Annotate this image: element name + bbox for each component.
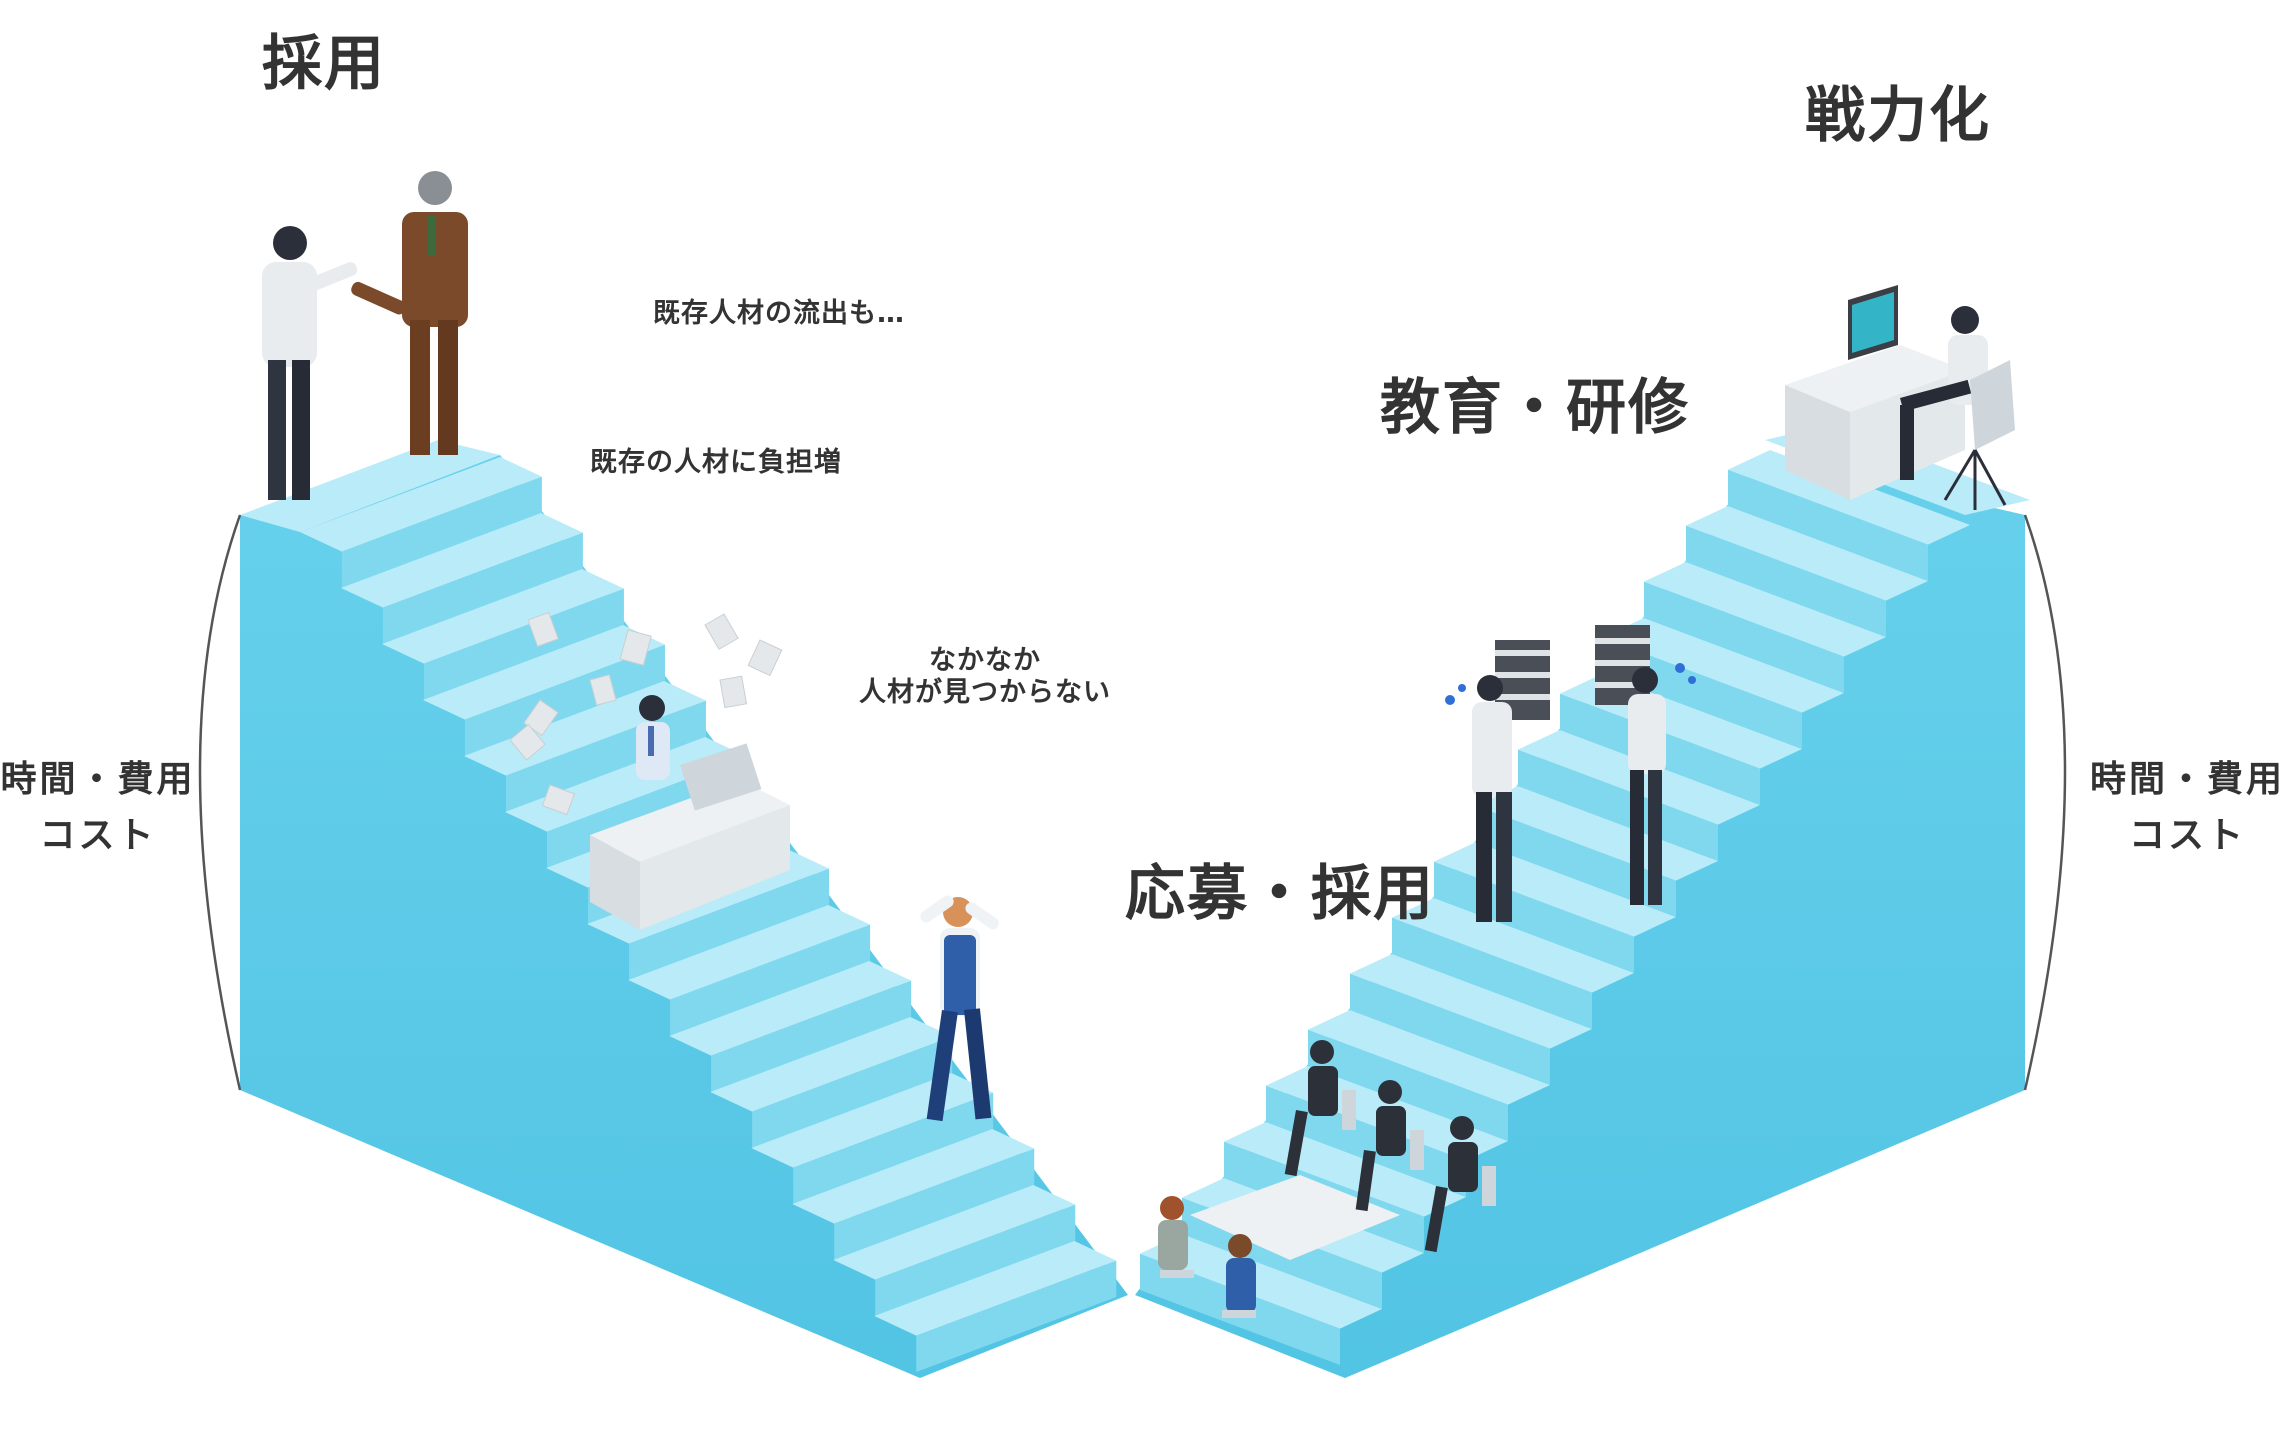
left-stair-tread (874, 1241, 1117, 1336)
label-cost-right: 時間・費用 コスト (2090, 752, 2285, 864)
working-at-desk-illustration (1785, 285, 2015, 510)
right-stair-tread (1434, 842, 1676, 937)
right-stair-riser (1392, 917, 1592, 1029)
label-cost-left: 時間・費用 コスト (0, 752, 196, 864)
left-stair-tread (382, 569, 624, 664)
right-stair-tread (1140, 1234, 1382, 1329)
troubled-man-illustration (920, 895, 999, 1122)
right-stair-tread (1602, 618, 1844, 713)
label-applying: 応募・採用 (1125, 859, 1435, 929)
right-stair-tread (1392, 898, 1634, 993)
right-stair-tread (1308, 1010, 1550, 1105)
right-stair-riser (1686, 525, 1886, 637)
left-stair-tread (792, 1129, 1035, 1224)
left-stair-tread (423, 625, 665, 720)
right-cost-bracket (2023, 514, 2067, 1091)
right-stair-riser (1644, 581, 1844, 693)
right-stair-riser (1518, 749, 1718, 861)
left-stair-tread (300, 457, 542, 552)
waiting-applicants-illustration (1284, 1040, 1496, 1253)
right-stair-riser (1476, 805, 1676, 917)
left-stair-riser (629, 868, 830, 980)
right-stair-tread (1350, 954, 1592, 1049)
label-empowerment: 戦力化 (1805, 81, 1991, 151)
label-cost-left-line1: 時間・費用 (0, 759, 196, 800)
label-not-found-line2: 人材が見つからない (859, 677, 1111, 709)
stressed-office-worker-illustration (509, 611, 790, 930)
left-stair-tread (628, 905, 871, 1000)
right-stair-riser (1728, 469, 1928, 581)
left-stair-riser (464, 644, 665, 756)
interview-people-illustration (1158, 1175, 1400, 1318)
label-hiring: 採用 (262, 29, 386, 99)
left-stair-riser (834, 1148, 1035, 1260)
label-cost-right-line2: コスト (2128, 815, 2246, 856)
handshake-people-illustration (262, 171, 468, 500)
right-stair-tread (1686, 506, 1928, 601)
left-stair-riser (711, 980, 912, 1092)
left-stair-tread (341, 513, 583, 608)
right-stair-riser (1602, 637, 1802, 749)
left-stair-riser (916, 1260, 1117, 1372)
label-not-found-line1: なかなか (929, 645, 1041, 676)
left-stair-riser (423, 588, 624, 700)
label-cost-left-line2: コスト (39, 815, 157, 856)
label-outflow: 既存人材の流出も… (653, 298, 905, 329)
left-stair-riser (793, 1092, 994, 1204)
left-stair-riser (341, 476, 542, 588)
carrying-documents-illustration (1445, 625, 1696, 922)
right-stair-tread (1224, 1122, 1466, 1217)
label-cost-right-line1: 時間・費用 (2090, 759, 2285, 800)
left-stair-riser (752, 1036, 953, 1148)
left-stair-tread (710, 1017, 953, 1112)
left-stair-landing (240, 440, 500, 532)
left-cost-bracket (198, 514, 242, 1091)
left-stair-riser (875, 1204, 1076, 1316)
label-not-found: なかなか 人材が見つからない (835, 645, 1135, 710)
left-stair-riser (382, 532, 583, 644)
right-stair-riser (1350, 973, 1550, 1085)
right-stair-riser (1308, 1029, 1508, 1141)
left-stair-tread (833, 1185, 1076, 1280)
label-training: 教育・研修 (1380, 373, 1690, 443)
label-burden: 既存の人材に負担増 (590, 447, 842, 478)
left-stair-riser (670, 924, 871, 1036)
left-stair-tread (669, 961, 912, 1056)
right-stair-tread (1644, 562, 1886, 657)
